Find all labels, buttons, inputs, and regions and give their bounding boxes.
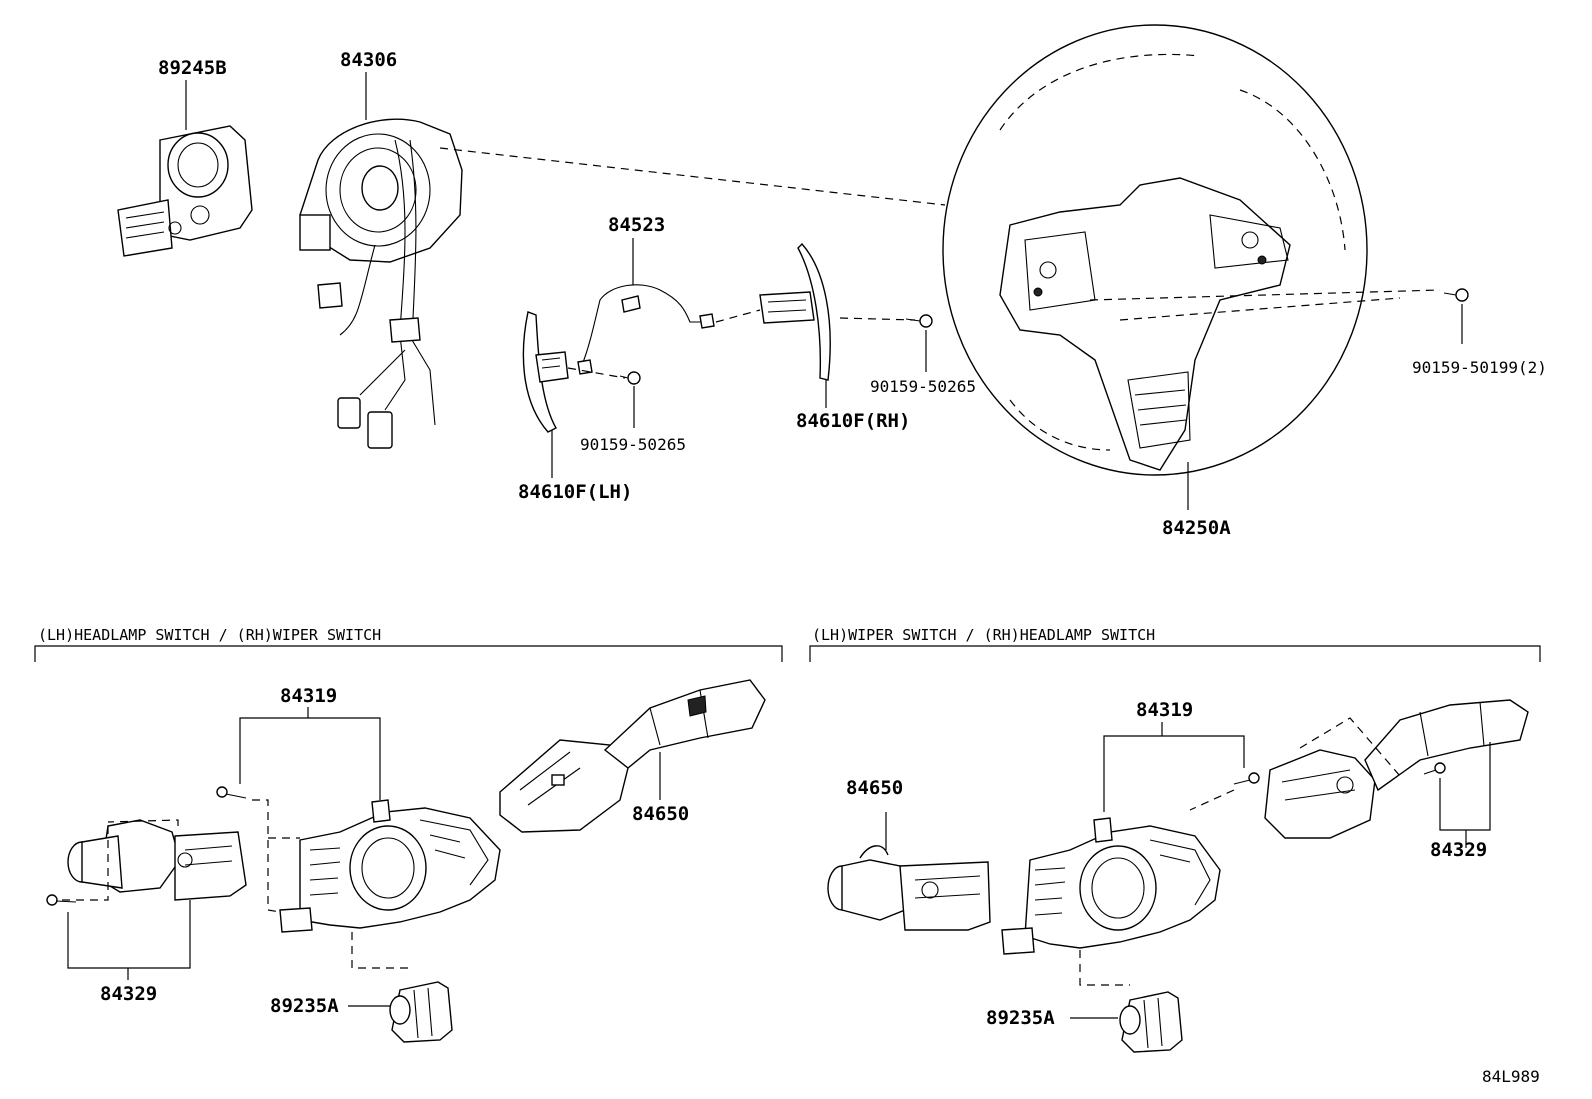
label-90159-50265-b: 90159-50265 bbox=[870, 377, 976, 396]
screw-84319-left bbox=[216, 786, 247, 799]
label-84610F-RH: 84610F(RH) bbox=[796, 410, 910, 432]
part-89235A-left-drawing bbox=[389, 981, 453, 1043]
part-84610F-RH-drawing bbox=[759, 242, 831, 381]
label-84319-left: 84319 bbox=[280, 685, 337, 707]
part-89245B-drawing bbox=[117, 125, 253, 257]
screw-90159-50265-left bbox=[619, 371, 641, 385]
label-84650-right: 84650 bbox=[846, 777, 903, 799]
right-section-header: (LH)WIPER SWITCH / (RH)HEADLAMP SWITCH bbox=[812, 626, 1155, 644]
part-84650-left-drawing bbox=[499, 679, 766, 833]
label-89235A-right: 89235A bbox=[986, 1007, 1055, 1029]
screw-84319-right bbox=[1233, 772, 1260, 785]
part-84523-drawing bbox=[577, 284, 715, 375]
label-84329-left: 84329 bbox=[100, 983, 157, 1005]
label-84650-left: 84650 bbox=[632, 803, 689, 825]
part-84319-right-drawing bbox=[1001, 817, 1221, 955]
left-section-header: (LH)HEADLAMP SWITCH / (RH)WIPER SWITCH bbox=[38, 626, 381, 644]
label-84306: 84306 bbox=[340, 49, 397, 71]
screw-84329-right bbox=[1423, 762, 1446, 775]
label-84319-right: 84319 bbox=[1136, 699, 1193, 721]
label-84523: 84523 bbox=[608, 214, 665, 236]
part-84250A-drawing bbox=[942, 24, 1368, 476]
label-89235A-left: 89235A bbox=[270, 995, 339, 1017]
part-89235A-right-drawing bbox=[1119, 991, 1183, 1053]
label-84329-right: 84329 bbox=[1430, 839, 1487, 861]
part-84329-right-drawing bbox=[1264, 699, 1529, 839]
part-84306-drawing bbox=[299, 118, 463, 449]
label-84250A: 84250A bbox=[1162, 517, 1231, 539]
label-89245B: 89245B bbox=[158, 57, 227, 79]
label-90159-50265-a: 90159-50265 bbox=[580, 435, 686, 454]
diagram-id: 84L989 bbox=[1482, 1067, 1540, 1086]
part-84329-left-drawing bbox=[67, 819, 247, 901]
part-84650-right-drawing bbox=[827, 845, 991, 931]
label-84610F-LH: 84610F(LH) bbox=[518, 481, 632, 503]
screw-90159-50199 bbox=[1443, 288, 1469, 302]
part-84610F-LH-drawing bbox=[522, 311, 569, 433]
screw-84329-left bbox=[46, 894, 77, 906]
part-84319-left-drawing bbox=[279, 799, 501, 933]
label-90159-50199: 90159-50199(2) bbox=[1412, 358, 1547, 377]
screw-90159-50265-right bbox=[905, 314, 933, 328]
